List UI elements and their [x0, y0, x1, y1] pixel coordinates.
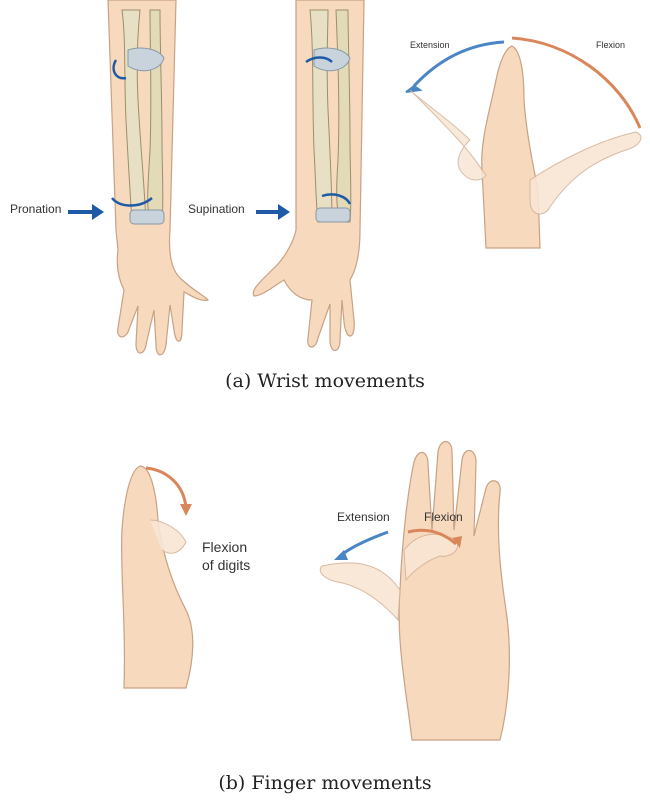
- flexion-arc: [512, 38, 640, 128]
- caption-wrist-movements: (a) Wrist movements: [0, 370, 650, 392]
- flexion-of-digits-label: Flexion of digits: [202, 538, 250, 574]
- finger-illustration: [0, 420, 650, 765]
- supination-forearm: [253, 0, 364, 351]
- finger-extension-arrow: [340, 532, 388, 556]
- palm-hand-finger-flexion-extension: [320, 442, 509, 741]
- side-hand-digit-flexion: [122, 466, 193, 688]
- pronation-forearm: [108, 0, 208, 355]
- caption-finger-movements: (b) Finger movements: [0, 772, 650, 794]
- supination-arrow: [256, 204, 290, 220]
- wrist-flexion-label: Flexion: [596, 40, 625, 50]
- panel-finger-movements: Flexion of digits Extension Flexion: [0, 420, 650, 765]
- wrist-illustration: [0, 0, 650, 360]
- pronation-label: Pronation: [10, 202, 61, 216]
- finger-flexion-label: Flexion: [424, 510, 463, 524]
- panel-wrist-movements: Pronation Supination Extension Flexion: [0, 0, 650, 360]
- supination-label: Supination: [188, 202, 245, 216]
- pronation-arrow: [68, 204, 104, 220]
- finger-extension-label: Extension: [337, 510, 390, 524]
- wrist-flexion-extension: [406, 38, 641, 248]
- wrist-extension-label: Extension: [410, 40, 450, 50]
